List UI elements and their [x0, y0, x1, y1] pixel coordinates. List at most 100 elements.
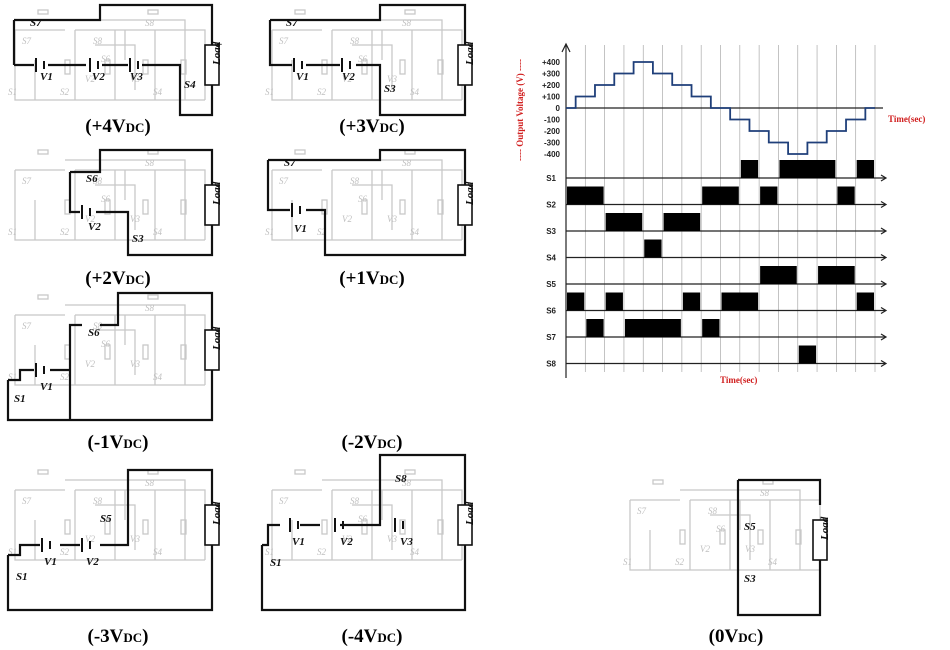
svg-text:V2: V2 — [86, 556, 99, 568]
svg-text:S3: S3 — [384, 83, 396, 95]
circuit-minus4: Load V1 V2 V3 S8 S1 — [260, 453, 476, 612]
y-tick-label: -200 — [544, 127, 561, 136]
svg-text:S8: S8 — [395, 473, 407, 485]
y-tick-label: +200 — [542, 81, 561, 90]
y-tick-label: -100 — [544, 116, 561, 125]
switch-label: S2 — [546, 201, 556, 210]
svg-text:+: + — [216, 39, 222, 51]
caption-zero: (0VDC) — [708, 626, 764, 647]
circuit-plus3: Load V1 V2 S3 S7 — [264, 3, 476, 117]
y-axis-label: ---- Output Voltage (V) ---- — [515, 59, 525, 161]
switch-label: S3 — [546, 227, 556, 236]
svg-text:V1: V1 — [40, 71, 53, 83]
svg-text:V2: V2 — [342, 71, 355, 83]
switch-on-pulse — [798, 345, 817, 364]
svg-text:Load: Load — [464, 41, 476, 66]
time-label-bottom: Time(sec) — [720, 375, 757, 385]
switch-row-arrow — [880, 253, 888, 262]
svg-text:Load: Load — [819, 516, 831, 541]
circuit-plus4: Load V1 V2 V3 S4 S7 + — [7, 3, 223, 117]
switch-on-pulse — [567, 186, 604, 205]
y-tick-label: +100 — [542, 93, 561, 102]
switch-on-pulse — [624, 319, 681, 337]
switch-on-pulse — [721, 292, 759, 311]
switch-row-arrow — [880, 174, 888, 182]
svg-text:Load: Load — [464, 501, 476, 526]
svg-text:S6: S6 — [88, 327, 100, 339]
time-label-top: Time(sec) — [888, 114, 925, 124]
circuit-minus3: Load V1 V2 S5 S1 — [6, 468, 223, 612]
switch-label: S4 — [546, 254, 556, 263]
switch-row-arrow — [880, 200, 888, 209]
svg-text:S3: S3 — [744, 573, 756, 585]
switch-on-pulse — [818, 266, 855, 284]
svg-text:S6: S6 — [86, 173, 98, 185]
switch-on-pulse — [760, 186, 778, 205]
svg-text:S5: S5 — [100, 513, 112, 525]
switch-on-pulse — [856, 160, 874, 178]
switch-on-pulse — [702, 186, 739, 205]
caption-minus4: (-4VDC) — [341, 626, 403, 647]
load-label: Load — [211, 41, 223, 66]
switch-label: S1 — [546, 174, 556, 183]
caption-minus1: (-1VDC) — [87, 432, 149, 453]
switch-row-arrow — [880, 333, 888, 341]
svg-text:V1: V1 — [296, 71, 309, 83]
caption-plus1: (+1VDC) — [339, 268, 405, 289]
svg-text:S5: S5 — [744, 521, 756, 533]
svg-text:S7: S7 — [286, 17, 298, 29]
svg-text:V1: V1 — [292, 536, 305, 548]
svg-text:V3: V3 — [130, 71, 143, 83]
switch-row-arrow — [880, 359, 888, 368]
y-axis-arrow — [561, 42, 571, 53]
caption-plus3: (+3VDC) — [339, 116, 405, 137]
switch-on-pulse — [740, 160, 759, 178]
circuit-plus2: Load V2 S6 S3 — [7, 148, 223, 257]
switch-on-pulse — [837, 186, 855, 205]
svg-text:S4: S4 — [184, 79, 196, 91]
switch-row-arrow — [880, 280, 888, 288]
circuit-zero: Load S5 S3 — [622, 478, 831, 617]
svg-text:V2: V2 — [340, 536, 353, 548]
svg-text:V1: V1 — [40, 381, 53, 393]
switch-on-pulse — [702, 319, 720, 337]
y-tick-label: 0 — [556, 104, 561, 113]
svg-text:Load: Load — [211, 326, 223, 351]
svg-text:V2: V2 — [88, 221, 101, 233]
svg-text:Load: Load — [464, 181, 476, 206]
switch-on-pulse — [644, 239, 662, 258]
caption-minus3: (-3VDC) — [87, 626, 149, 647]
switch-label: S8 — [546, 360, 556, 369]
caption-plus4: (+4VDC) — [85, 116, 151, 137]
svg-text:S7: S7 — [284, 157, 296, 169]
svg-text:S1: S1 — [16, 571, 28, 583]
switch-on-pulse — [856, 292, 874, 311]
circuit-minus1: Load V1 S6 S1 — [6, 291, 223, 422]
output-waveform — [566, 61, 875, 155]
switch-row-arrow — [880, 306, 888, 315]
svg-text:V3: V3 — [400, 536, 413, 548]
y-tick-label: -300 — [544, 139, 561, 148]
svg-text:V1: V1 — [44, 556, 57, 568]
svg-text:V2: V2 — [92, 71, 105, 83]
switch-row-arrow — [880, 227, 888, 235]
switch-on-pulse — [605, 292, 623, 311]
svg-text:Load: Load — [211, 501, 223, 526]
switch-on-pulse — [760, 266, 797, 284]
switch-label: S5 — [546, 280, 556, 289]
svg-text:S1: S1 — [270, 557, 282, 569]
caption-minus2: (-2VDC) — [341, 432, 403, 453]
switch-on-pulse — [567, 292, 585, 311]
circuit-plus1: Load V1 S7 — [264, 148, 476, 257]
switch-label: S6 — [546, 307, 556, 316]
switch-on-pulse — [586, 319, 604, 337]
caption-plus2: (+2VDC) — [85, 268, 151, 289]
switch-on-pulse — [779, 160, 836, 178]
y-tick-label: -400 — [544, 150, 561, 159]
switch-on-pulse — [682, 292, 701, 311]
svg-text:V1: V1 — [294, 223, 307, 235]
y-tick-label: +300 — [542, 70, 561, 79]
svg-text:S7: S7 — [30, 17, 42, 29]
